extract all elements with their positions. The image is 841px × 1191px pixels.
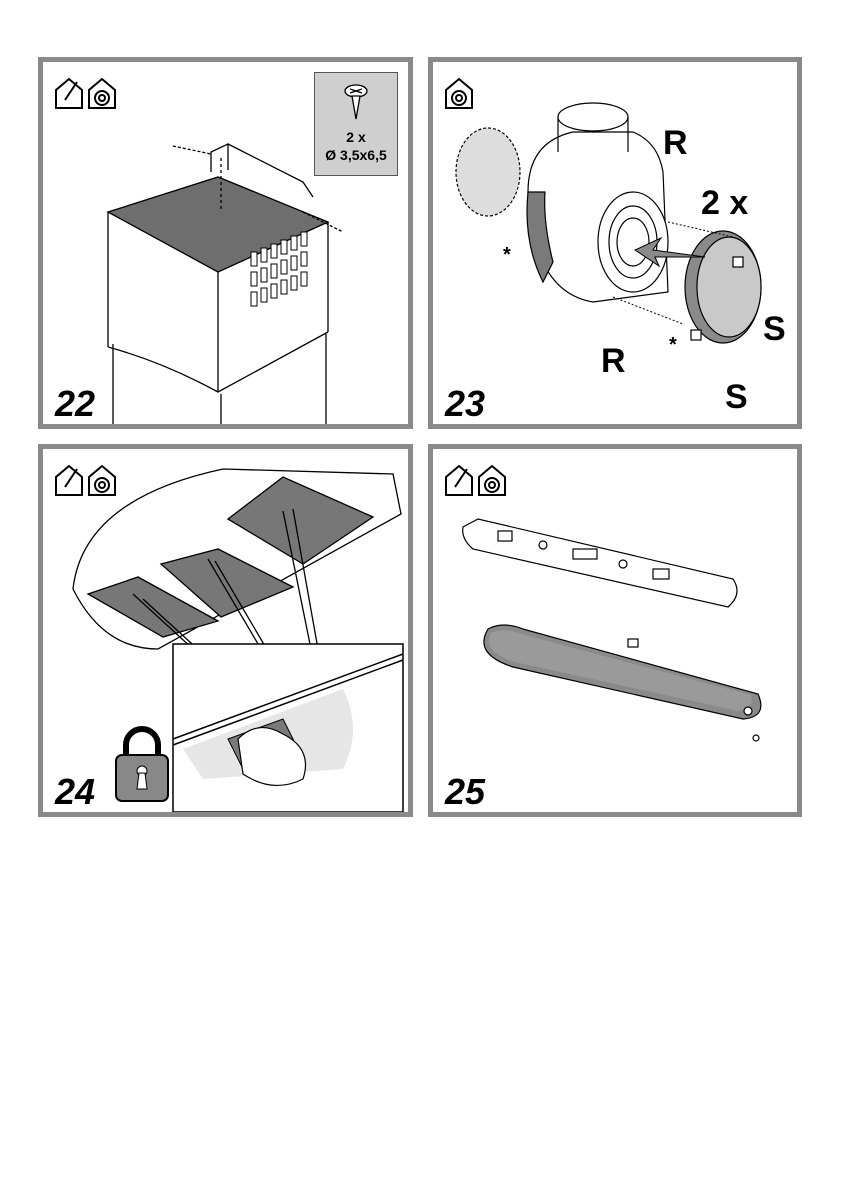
recirculation-mode-icon (89, 79, 115, 108)
label-s-top: S (763, 312, 786, 346)
grease-filter-illustration (43, 449, 408, 812)
recirculation-mode-icon (89, 466, 115, 495)
screw-size: Ø 3,5x6,5 (315, 147, 397, 163)
step-number: 24 (55, 774, 95, 810)
recirculation-mode-icon (479, 466, 505, 495)
step-25-panel: 25 (428, 444, 802, 817)
label-s-bottom: S (725, 380, 748, 414)
screw-spec-box: 2 x Ø 3,5x6,5 (314, 72, 398, 176)
padlock-icon (114, 725, 170, 803)
asterisk-right: * (669, 334, 677, 357)
step-number: 22 (55, 386, 95, 422)
screw-quantity: 2 x (315, 129, 397, 145)
lamp-cover-illustration (433, 449, 797, 812)
quantity-label: 2 x (701, 186, 748, 220)
step-number: 23 (445, 386, 485, 422)
label-r-top: R (663, 126, 688, 160)
step-23-panel: R R S S 2 x * * 23 (428, 57, 802, 429)
recirculation-mode-icon (446, 79, 472, 108)
asterisk-left: * (503, 244, 511, 267)
label-r-bottom: R (601, 344, 626, 378)
step-24-panel: 24 (38, 444, 413, 817)
step-22-panel: 2 x Ø 3,5x6,5 22 (38, 57, 413, 429)
step-number: 25 (445, 774, 485, 810)
screw-icon (341, 79, 371, 123)
